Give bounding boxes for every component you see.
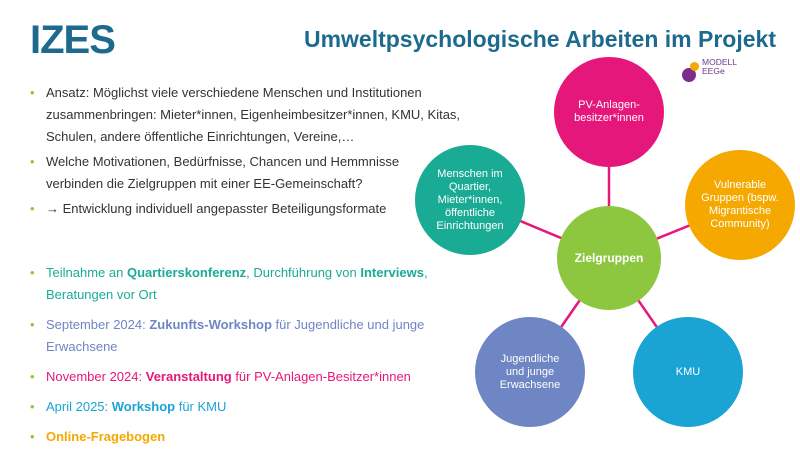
node-youth: Jugendliche und junge Erwachsene [475,317,585,427]
node-vulnerable: Vulnerable Gruppen (bspw. Migrantische C… [685,150,795,260]
list-item: Welche Motivationen, Bedürfnisse, Chance… [30,151,410,195]
slide-title: Umweltpsychologische Arbeiten im Projekt [303,26,776,52]
node-residents: Menschen im Quartier, Mieter*innen, öffe… [415,145,525,255]
node-target-groups: Zielgruppen [557,206,661,310]
list-item: Teilnahme an Quartierskonferenz, Durchfü… [30,262,470,306]
izes-logo: IZES [30,18,116,62]
list-item: November 2024: Veranstaltung für PV-Anla… [30,366,470,388]
list-item: September 2024: Zukunfts-Workshop für Ju… [30,314,470,358]
list-item: April 2025: Workshop für KMU [30,396,470,418]
approach-list: Ansatz: Möglichst viele verschiedene Men… [30,82,500,223]
list-item: Ansatz: Möglichst viele verschiedene Men… [30,82,500,148]
list-item: → Entwicklung individuell angepasster Be… [30,198,410,220]
activities-list: Teilnahme an Quartierskonferenz, Durchfü… [30,262,470,456]
node-kmu: KMU [633,317,743,427]
node-pv-owners: PV-Anlagen-besitzer*innen [554,57,664,167]
list-item: Online-Fragebogen [30,426,470,448]
